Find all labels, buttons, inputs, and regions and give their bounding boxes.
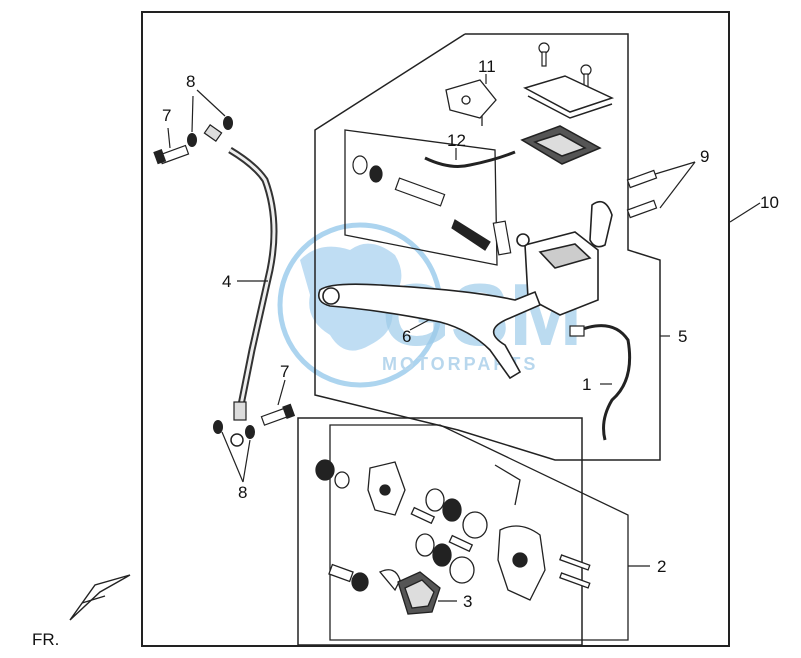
callout-8-lower: 8 [238, 483, 247, 502]
direction-label: FR. [32, 630, 59, 649]
callout-labels: 1 2 3 4 5 6 7 7 8 8 9 10 11 12 [162, 57, 779, 611]
callout-2: 2 [657, 557, 666, 576]
master-cylinder-group-outline [314, 33, 661, 461]
direction-arrow-icon [69, 574, 131, 621]
clamp-bolts [626, 169, 658, 219]
washers [187, 116, 255, 439]
callout-5: 5 [678, 327, 687, 346]
callout-7-lower: 7 [280, 362, 289, 381]
callout-12: 12 [447, 131, 466, 150]
caliper-group-outline [297, 417, 583, 646]
callout-1: 1 [582, 375, 591, 394]
switch-wire [424, 150, 516, 168]
switch-cable [574, 324, 632, 441]
switch-cable-connector [569, 325, 585, 337]
brake-light-switch [445, 79, 497, 126]
caliper-inner-outline [329, 424, 629, 641]
callout-4: 4 [222, 272, 231, 291]
banjo-bolt-upper [153, 144, 190, 165]
callout-11: 11 [478, 57, 496, 76]
leader-lines [167, 74, 761, 602]
callout-10: 10 [760, 193, 779, 212]
brake-hose [203, 124, 278, 447]
caliper-parts [315, 459, 591, 615]
brake-lever [317, 283, 542, 380]
callout-6: 6 [402, 327, 411, 346]
callout-8-upper: 8 [186, 72, 195, 91]
diaphragm [520, 125, 602, 165]
piston-kit [352, 155, 512, 256]
callout-9: 9 [700, 147, 709, 166]
callout-7-upper: 7 [162, 106, 171, 125]
callout-3: 3 [463, 592, 472, 611]
seal-kit-panel [344, 129, 498, 266]
reservoir-cap [523, 75, 615, 119]
cap-screws [538, 42, 592, 89]
master-cylinder-body [516, 200, 613, 316]
banjo-bolt-lower [260, 403, 296, 426]
outer-frame [141, 11, 730, 647]
